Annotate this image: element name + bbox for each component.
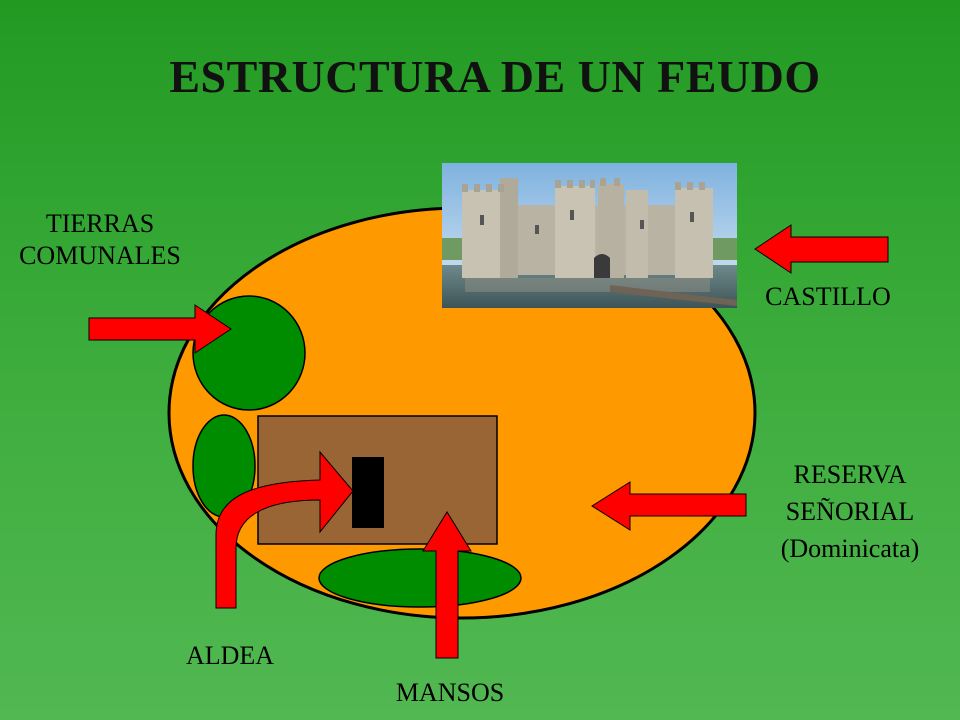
- manor-building: [352, 457, 384, 528]
- common-land-large: [192, 295, 306, 411]
- arrow-icon: [422, 511, 472, 659]
- arrow-icon: [591, 481, 747, 531]
- page-title: ESTRUCTURA DE UN FEUDO: [169, 51, 821, 102]
- label-reserva-senorial: RESERVA SEÑORIAL (Dominicata): [780, 460, 920, 563]
- arrow-icon: [215, 450, 354, 609]
- label-castillo: CASTILLO: [765, 282, 891, 311]
- label-tierras-comunales: TIERRAS COMUNALES: [19, 209, 181, 270]
- mansos-land: [318, 548, 522, 608]
- castle-icon: [442, 163, 737, 308]
- arrow-icon: [754, 224, 889, 274]
- arrow-icon: [88, 304, 232, 354]
- label-aldea: ALDEA: [185, 641, 275, 670]
- label-mansos: MANSOS: [395, 678, 505, 707]
